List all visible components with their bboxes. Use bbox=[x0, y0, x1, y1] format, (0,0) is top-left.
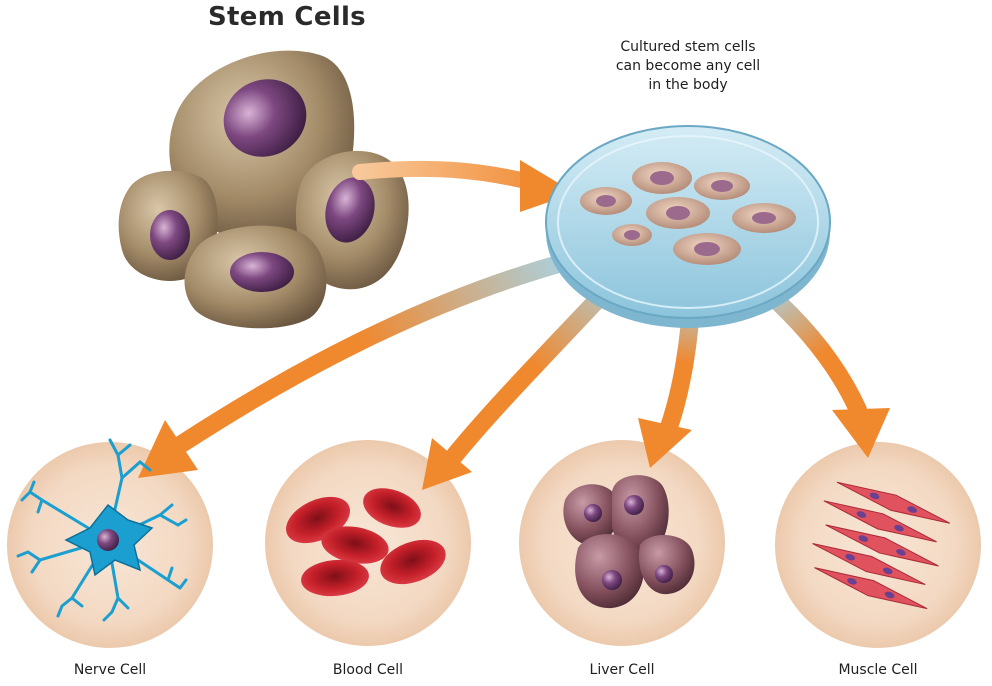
blood-cell-3 bbox=[321, 526, 389, 564]
blood-cell-label: Blood Cell bbox=[332, 662, 404, 678]
stem-cell-nucleus-right bbox=[325, 177, 375, 243]
arrow-to-dish bbox=[352, 160, 575, 212]
stem-cell-nucleus-left bbox=[150, 210, 190, 260]
stem-cell-nucleus-large bbox=[223, 79, 307, 157]
muscle-cells-illustration bbox=[812, 481, 951, 610]
caption-line-2: can become any cell bbox=[615, 58, 761, 74]
nerve-cell-nucleus bbox=[97, 529, 119, 551]
cultured-cells bbox=[580, 162, 796, 265]
arrow-to-muscle-cell bbox=[756, 281, 890, 458]
caption-line-1: Cultured stem cells bbox=[620, 39, 756, 55]
blood-cell-4 bbox=[301, 559, 369, 597]
caption-line-3: in the body bbox=[648, 77, 728, 93]
stem-cell-nucleus-bottom bbox=[230, 252, 294, 292]
arrow-to-nerve-cell bbox=[138, 249, 589, 478]
stem-cell-cluster bbox=[118, 50, 409, 329]
petri-dish-caption: Cultured stem cells can become any cell … bbox=[578, 38, 798, 95]
muscle-cell-label: Muscle Cell bbox=[838, 662, 918, 678]
nerve-cell-label: Nerve Cell bbox=[73, 662, 147, 678]
liver-cells-illustration bbox=[563, 475, 695, 609]
blood-cell-5 bbox=[380, 539, 446, 585]
blood-cells-illustration bbox=[286, 488, 446, 597]
diagram-title: Stem Cells bbox=[208, 2, 366, 32]
liver-cell-label: Liver Cell bbox=[589, 662, 655, 678]
blood-cell-2 bbox=[363, 488, 421, 528]
petri-dish bbox=[545, 125, 831, 328]
